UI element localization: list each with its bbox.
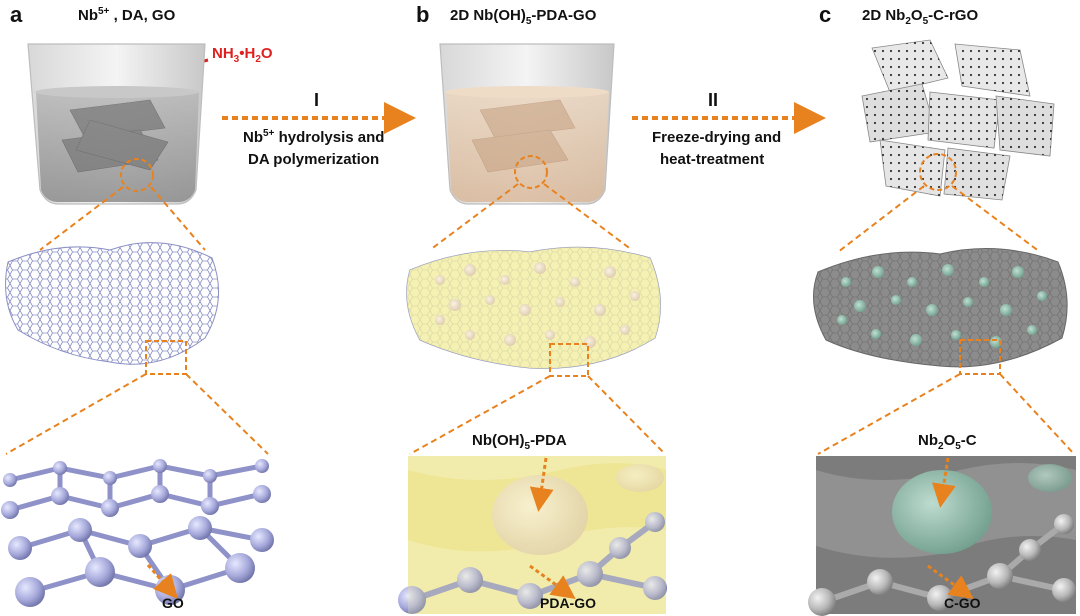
pda-coating bbox=[406, 247, 661, 369]
pda-go-label: PDA-GO bbox=[540, 595, 596, 611]
panel-b: b 2D Nb(OH)5-PDA-GO bbox=[398, 2, 667, 614]
zoom-line bbox=[587, 375, 666, 455]
zoom-line bbox=[837, 185, 925, 253]
c-go-zoom-panel: Nb2O5-C C-GO bbox=[808, 432, 1076, 616]
zoom-box-a bbox=[145, 340, 187, 375]
step-1-numeral: I bbox=[314, 90, 319, 110]
reagent-label: NH3•H2O bbox=[212, 45, 273, 65]
step-2-line1: Freeze-drying and bbox=[652, 129, 781, 146]
step-2: II Freeze-drying and heat-treatment bbox=[632, 90, 826, 168]
zoom-circle-b bbox=[514, 155, 548, 189]
zoom-line bbox=[543, 183, 633, 251]
zoom-line bbox=[409, 375, 551, 455]
panel-c-title: 2D Nb2O5-C-rGO bbox=[862, 7, 978, 27]
zoom-line bbox=[951, 185, 1041, 253]
zoom-line bbox=[185, 373, 269, 455]
zoom-line bbox=[39, 186, 124, 251]
nb-oh-particles bbox=[435, 262, 640, 348]
step-1-line2: DA polymerization bbox=[248, 151, 379, 168]
zoom-line bbox=[429, 183, 519, 251]
zoom-circle-a bbox=[120, 158, 154, 192]
nb-oh-pda-callout: Nb(OH)5-PDA bbox=[472, 432, 567, 452]
nb-oh-dome bbox=[492, 475, 588, 555]
step-1: I Nb5+ hydrolysis and DA polymerization bbox=[222, 90, 416, 168]
zoom-line bbox=[999, 373, 1075, 455]
nb2o5-particles bbox=[837, 264, 1047, 348]
zoom-line bbox=[150, 186, 206, 251]
panel-a-title: Nb5+ , DA, GO bbox=[78, 6, 176, 24]
step-2-numeral: II bbox=[708, 90, 718, 110]
panel-letter-c: c bbox=[819, 2, 831, 27]
zoom-line bbox=[5, 373, 147, 455]
zoom-box-b bbox=[549, 343, 589, 377]
panel-c: c 2D Nb2O5-C-rGO bbox=[808, 2, 1076, 616]
go-zoom-panel: GO bbox=[1, 456, 274, 614]
step-1-line1: Nb5+ hydrolysis and bbox=[243, 128, 384, 146]
nb2o5-dome bbox=[892, 470, 992, 554]
go-sheet bbox=[5, 242, 220, 365]
panel-letter-a: a bbox=[10, 2, 23, 27]
panel-a: a Nb5+ , DA, GO NH3•H2O bbox=[1, 2, 274, 614]
zoom-line bbox=[817, 373, 961, 455]
step-2-line2: heat-treatment bbox=[660, 151, 764, 168]
panel-letter-b: b bbox=[416, 2, 429, 27]
beaker-b bbox=[439, 43, 615, 205]
panel-b-title: 2D Nb(OH)5-PDA-GO bbox=[450, 7, 597, 27]
zoom-box-c bbox=[959, 339, 1001, 375]
beaker-a bbox=[27, 43, 206, 205]
nb2o5-c-callout: Nb2O5-C bbox=[918, 432, 977, 452]
pda-go-zoom-panel: Nb(OH)5-PDA PDA-GO bbox=[398, 432, 667, 614]
zoom-circle-c bbox=[919, 153, 957, 191]
go-label: GO bbox=[162, 595, 184, 611]
crumpled-rgo-flakes bbox=[861, 39, 1055, 201]
c-go-label: C-GO bbox=[944, 595, 981, 611]
